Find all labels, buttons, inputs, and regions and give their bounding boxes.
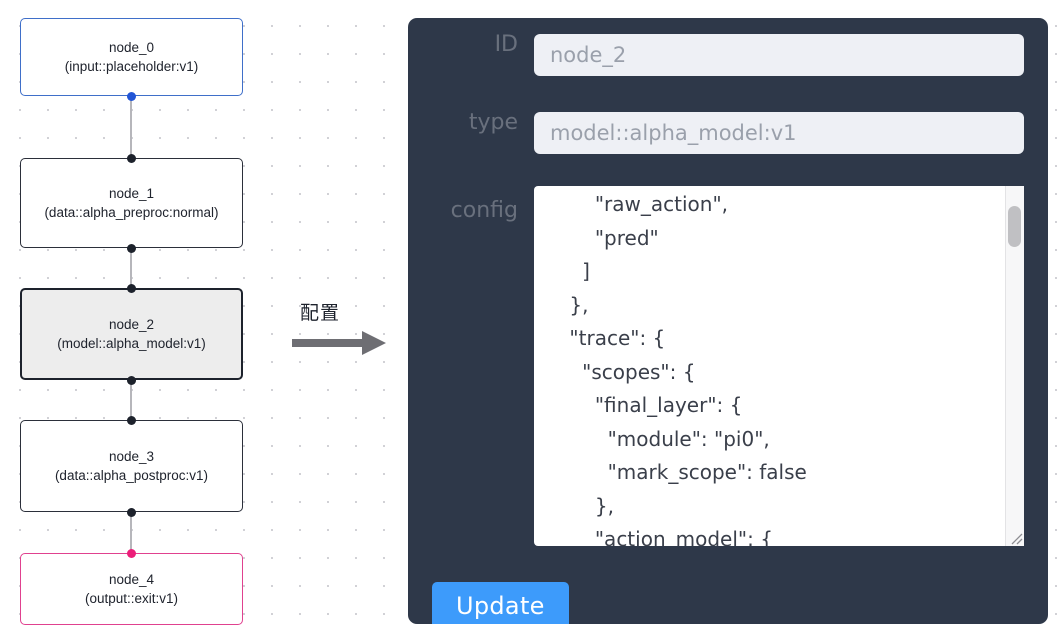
config-label: config xyxy=(450,198,518,223)
config-field-row: config "raw_action", "pred" ] }, "trace"… xyxy=(426,186,1024,546)
node-id-label: node_2 xyxy=(108,317,155,332)
edge-node1-node2 xyxy=(130,244,132,292)
node-type-label: (model::alpha_model:v1) xyxy=(57,336,206,351)
id-label: ID xyxy=(494,32,518,57)
graph-node-node_0[interactable]: node_0 (input::placeholder:v1) xyxy=(20,18,243,96)
graph-node-node_4[interactable]: node_4 (output::exit:v1) xyxy=(20,553,243,625)
edge-node3-node4 xyxy=(130,508,132,557)
node-type-label: (data::alpha_preproc:normal) xyxy=(44,205,219,220)
update-button[interactable]: Update xyxy=(432,582,569,624)
graph-node-node_2[interactable]: node_2 (model::alpha_model:v1) xyxy=(20,288,243,380)
graph-node-node_3[interactable]: node_3 (data::alpha_postproc:v1) xyxy=(20,420,243,512)
node-config-panel: ID type config "raw_action", "pred" ] },… xyxy=(408,18,1048,624)
id-input[interactable] xyxy=(534,34,1024,76)
node-type-label: (data::alpha_postproc:v1) xyxy=(54,468,209,483)
config-textarea[interactable]: "raw_action", "pred" ] }, "trace": { "sc… xyxy=(534,186,1024,546)
id-field-row: ID xyxy=(426,34,1024,76)
config-scrollbar[interactable] xyxy=(1005,186,1024,546)
edge-node0-node1 xyxy=(130,92,132,162)
edge-node2-node3 xyxy=(130,376,132,424)
node-id-label: node_3 xyxy=(108,449,155,464)
node-id-label: node_1 xyxy=(108,186,155,201)
flow-graph: node_0 (input::placeholder:v1) node_1 (d… xyxy=(0,0,400,643)
node_4-target-handle[interactable] xyxy=(126,548,136,558)
config-scrollbar-thumb[interactable] xyxy=(1008,206,1021,247)
node_1-source-handle[interactable] xyxy=(126,243,136,253)
node_3-source-handle[interactable] xyxy=(126,507,136,517)
type-input[interactable] xyxy=(534,112,1024,154)
node-id-label: node_0 xyxy=(108,40,155,55)
node-type-label: (output::exit:v1) xyxy=(84,591,179,606)
right-arrow-icon xyxy=(292,331,386,355)
annotation-group: 配置 xyxy=(292,298,392,360)
resize-grip-icon[interactable] xyxy=(1006,528,1023,545)
bottom-strip xyxy=(0,635,1062,643)
node_1-target-handle[interactable] xyxy=(126,153,136,163)
node_0-source-handle[interactable] xyxy=(126,91,136,101)
type-field-row: type xyxy=(426,112,1024,154)
type-label: type xyxy=(468,110,518,135)
node_2-target-handle[interactable] xyxy=(126,283,136,293)
config-editor: "raw_action", "pred" ] }, "trace": { "sc… xyxy=(534,186,1024,546)
graph-node-node_1[interactable]: node_1 (data::alpha_preproc:normal) xyxy=(20,158,243,248)
node-id-label: node_4 xyxy=(108,572,155,587)
node_2-source-handle[interactable] xyxy=(126,375,136,385)
node_3-target-handle[interactable] xyxy=(126,415,136,425)
node-type-label: (input::placeholder:v1) xyxy=(64,59,199,74)
annotation-label: 配置 xyxy=(300,302,341,324)
